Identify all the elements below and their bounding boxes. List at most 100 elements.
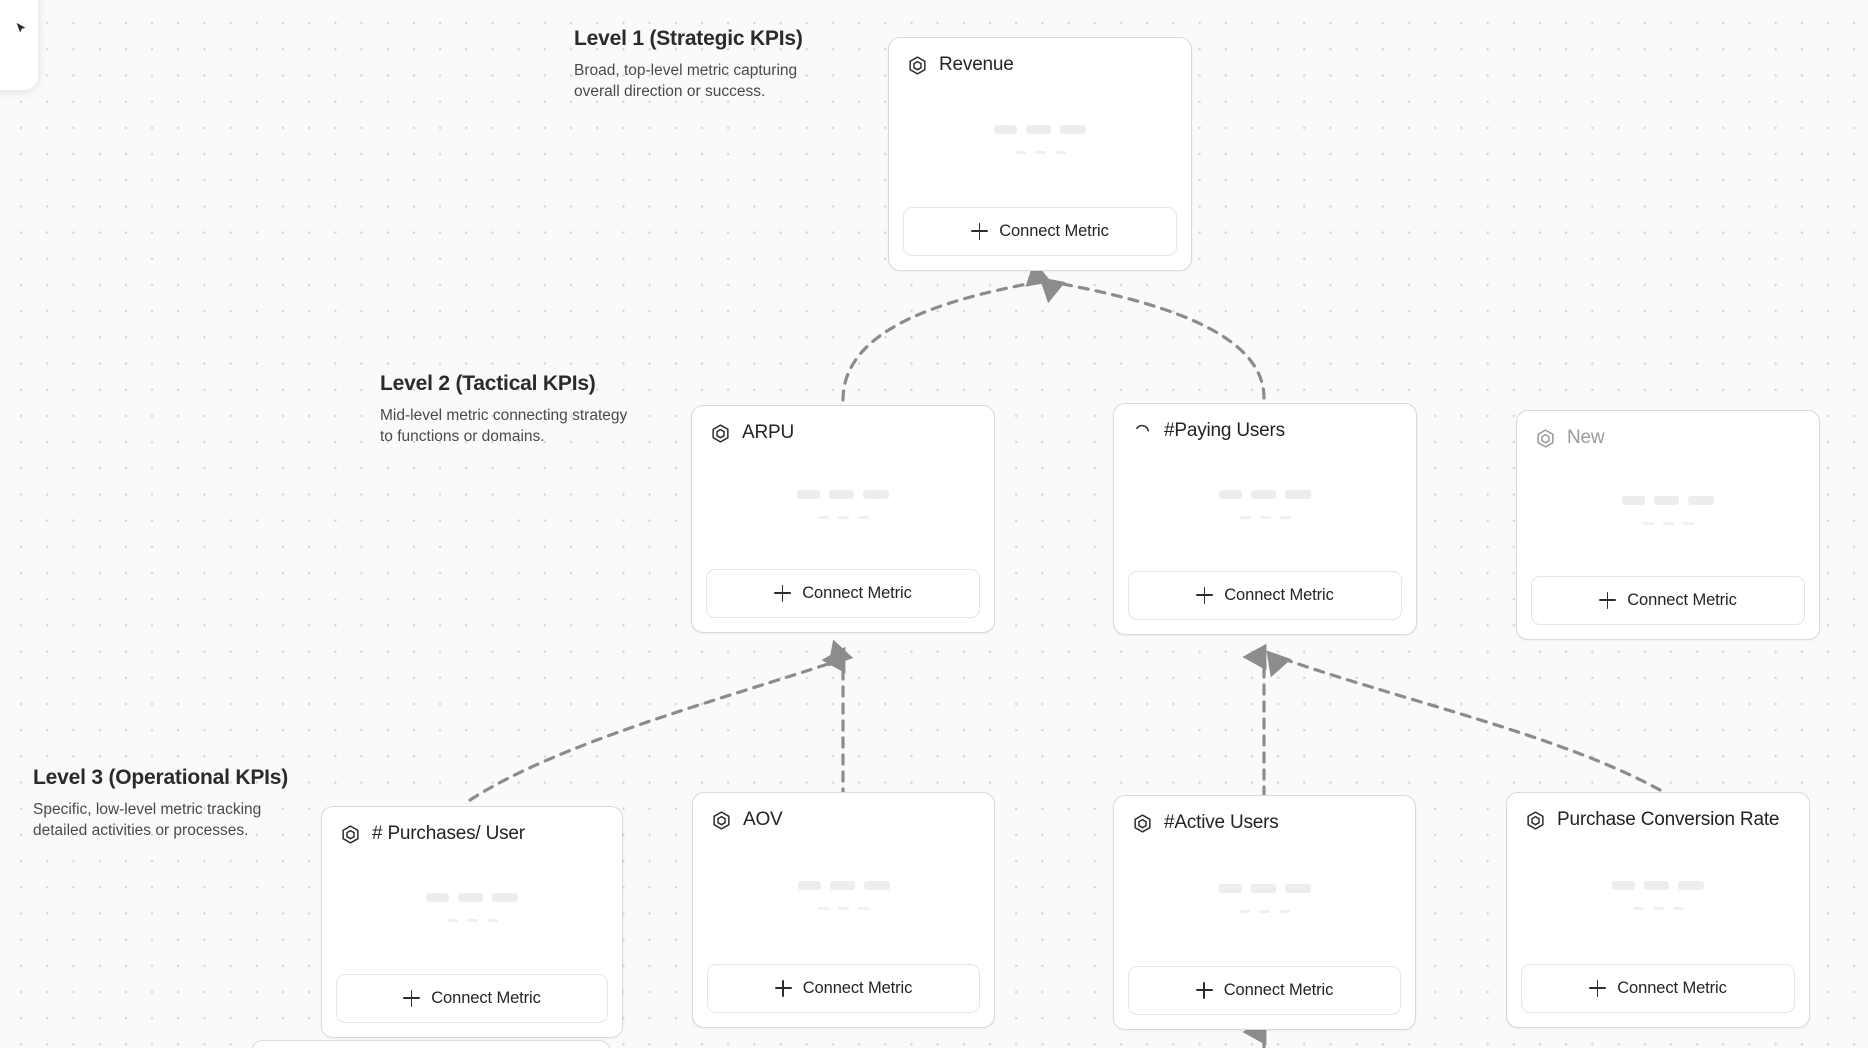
skeleton-row-secondary: [1239, 516, 1291, 519]
connect-metric-label: Connect Metric: [999, 222, 1109, 240]
skeleton-bar: [458, 893, 483, 902]
skeleton-row-primary: [1622, 496, 1714, 505]
skeleton-bar: [1259, 516, 1271, 519]
connect-metric-label: Connect Metric: [1627, 591, 1737, 609]
skeleton-row-primary: [426, 893, 518, 902]
skeleton-bar: [863, 490, 889, 499]
connect-metric-button[interactable]: Connect Metric: [903, 207, 1177, 256]
hexagon-metric-icon: [710, 423, 731, 444]
skeleton-bar: [1612, 881, 1635, 890]
skeleton-bar: [1219, 490, 1242, 499]
metric-card-revenue[interactable]: Revenue Connect Metric: [888, 37, 1192, 271]
skeleton-row-primary: [1612, 881, 1704, 890]
skeleton-bar: [858, 907, 869, 910]
metric-card-aov[interactable]: AOV Connect Metric: [692, 792, 995, 1028]
metric-card-purchase-conversion-rate[interactable]: Purchase Conversion Rate Connect Metric: [1506, 792, 1810, 1028]
skeleton-bar: [1284, 883, 1311, 893]
skeleton-bar: [829, 490, 854, 499]
skeleton-bar: [1034, 151, 1046, 154]
metric-card-arpu[interactable]: ARPU Connect Metric: [691, 405, 995, 633]
skeleton-bar: [1251, 490, 1276, 499]
level-2-description: Mid-level metric connecting strategy to …: [380, 407, 628, 446]
skeleton-bar: [1662, 522, 1674, 525]
connect-metric-button[interactable]: Connect Metric: [1128, 571, 1402, 620]
plus-icon: [1599, 592, 1617, 609]
connect-metric-button[interactable]: Connect Metric: [1531, 576, 1805, 625]
metric-card-below-fold[interactable]: [251, 1040, 611, 1048]
hexagon-metric-icon: [1535, 428, 1556, 449]
skeleton-bar: [446, 919, 458, 922]
connect-metric-button[interactable]: Connect Metric: [707, 964, 980, 1013]
floating-toolbar-panel[interactable]: [0, 0, 38, 90]
level-1-title: Level 1 (Strategic KPIs): [574, 27, 803, 50]
plus-icon: [1589, 980, 1607, 997]
card-skeleton-body: [1517, 449, 1819, 576]
skeleton-row-secondary: [446, 919, 498, 922]
metric-card-purchases-per-user[interactable]: # Purchases/ User Connect Metric: [321, 806, 623, 1038]
cursor-arrow-icon[interactable]: [15, 22, 28, 35]
connect-metric-label: Connect Metric: [431, 989, 541, 1007]
hexagon-metric-icon: [711, 810, 732, 831]
card-title: # Purchases/ User: [372, 823, 525, 844]
level-1-description: Broad, top-level metric capturing overal…: [574, 62, 798, 101]
card-title: #Paying Users: [1164, 420, 1285, 441]
card-skeleton-body: [1507, 831, 1809, 964]
skeleton-bar: [1218, 883, 1242, 893]
skeleton-bar: [1060, 125, 1086, 134]
skeleton-row-secondary: [1642, 522, 1694, 525]
hexagon-metric-icon: [340, 824, 361, 845]
skeleton-bar: [1279, 909, 1290, 913]
skeleton-bar: [1642, 522, 1654, 525]
spinner-loading-icon: [1132, 421, 1153, 442]
card-title: Purchase Conversion Rate: [1557, 809, 1780, 830]
connect-metric-label: Connect Metric: [802, 979, 913, 997]
skeleton-bar: [797, 490, 820, 499]
plus-icon: [774, 585, 792, 602]
skeleton-bar: [1652, 907, 1664, 910]
card-header: # Purchases/ User: [322, 807, 622, 845]
metric-card-active-users[interactable]: #Active Users Connect Metric: [1113, 795, 1416, 1030]
card-title: AOV: [743, 809, 783, 830]
card-title: ARPU: [742, 422, 794, 443]
skeleton-bar: [1632, 907, 1644, 910]
skeleton-bar: [994, 125, 1017, 134]
connect-metric-button[interactable]: Connect Metric: [1521, 964, 1795, 1013]
connect-metric-button[interactable]: Connect Metric: [706, 569, 980, 618]
skeleton-bar: [829, 881, 855, 890]
connect-metric-label: Connect Metric: [802, 584, 912, 602]
skeleton-bar: [1250, 883, 1276, 893]
skeleton-bar: [466, 919, 478, 922]
skeleton-bar: [1644, 881, 1669, 890]
card-title: New: [1567, 427, 1605, 448]
skeleton-bar: [863, 881, 890, 890]
skeleton-bar: [1622, 496, 1645, 505]
plus-icon: [1195, 982, 1213, 999]
skeleton-row-primary: [797, 490, 889, 499]
skeleton-bar: [1285, 490, 1311, 499]
skeleton-row-secondary: [1014, 151, 1066, 154]
plus-icon: [1196, 587, 1214, 604]
card-title: #Active Users: [1164, 812, 1279, 833]
skeleton-bar: [1688, 496, 1714, 505]
connect-metric-label: Connect Metric: [1224, 586, 1334, 604]
level-3-description: Specific, low-level metric tracking deta…: [33, 801, 262, 840]
level-2-title: Level 2 (Tactical KPIs): [380, 372, 596, 395]
card-header: AOV: [693, 793, 994, 831]
skeleton-bar: [1026, 125, 1051, 134]
connect-metric-label: Connect Metric: [1617, 979, 1727, 997]
skeleton-bar: [492, 893, 518, 902]
plus-icon: [971, 223, 989, 240]
metric-card-paying-users[interactable]: #Paying Users Connect Metric: [1113, 403, 1417, 635]
skeleton-bar: [797, 881, 821, 890]
connect-metric-label: Connect Metric: [1223, 981, 1334, 999]
card-skeleton-body: [322, 845, 622, 974]
skeleton-row-secondary: [818, 907, 869, 910]
card-title: Revenue: [939, 54, 1014, 75]
metric-card-new[interactable]: New Connect Metric: [1516, 410, 1820, 640]
skeleton-bar: [1672, 907, 1684, 910]
connect-metric-button[interactable]: Connect Metric: [336, 974, 608, 1023]
connect-metric-button[interactable]: Connect Metric: [1128, 966, 1401, 1015]
hexagon-metric-icon: [1525, 810, 1546, 831]
card-header: #Active Users: [1114, 796, 1415, 834]
